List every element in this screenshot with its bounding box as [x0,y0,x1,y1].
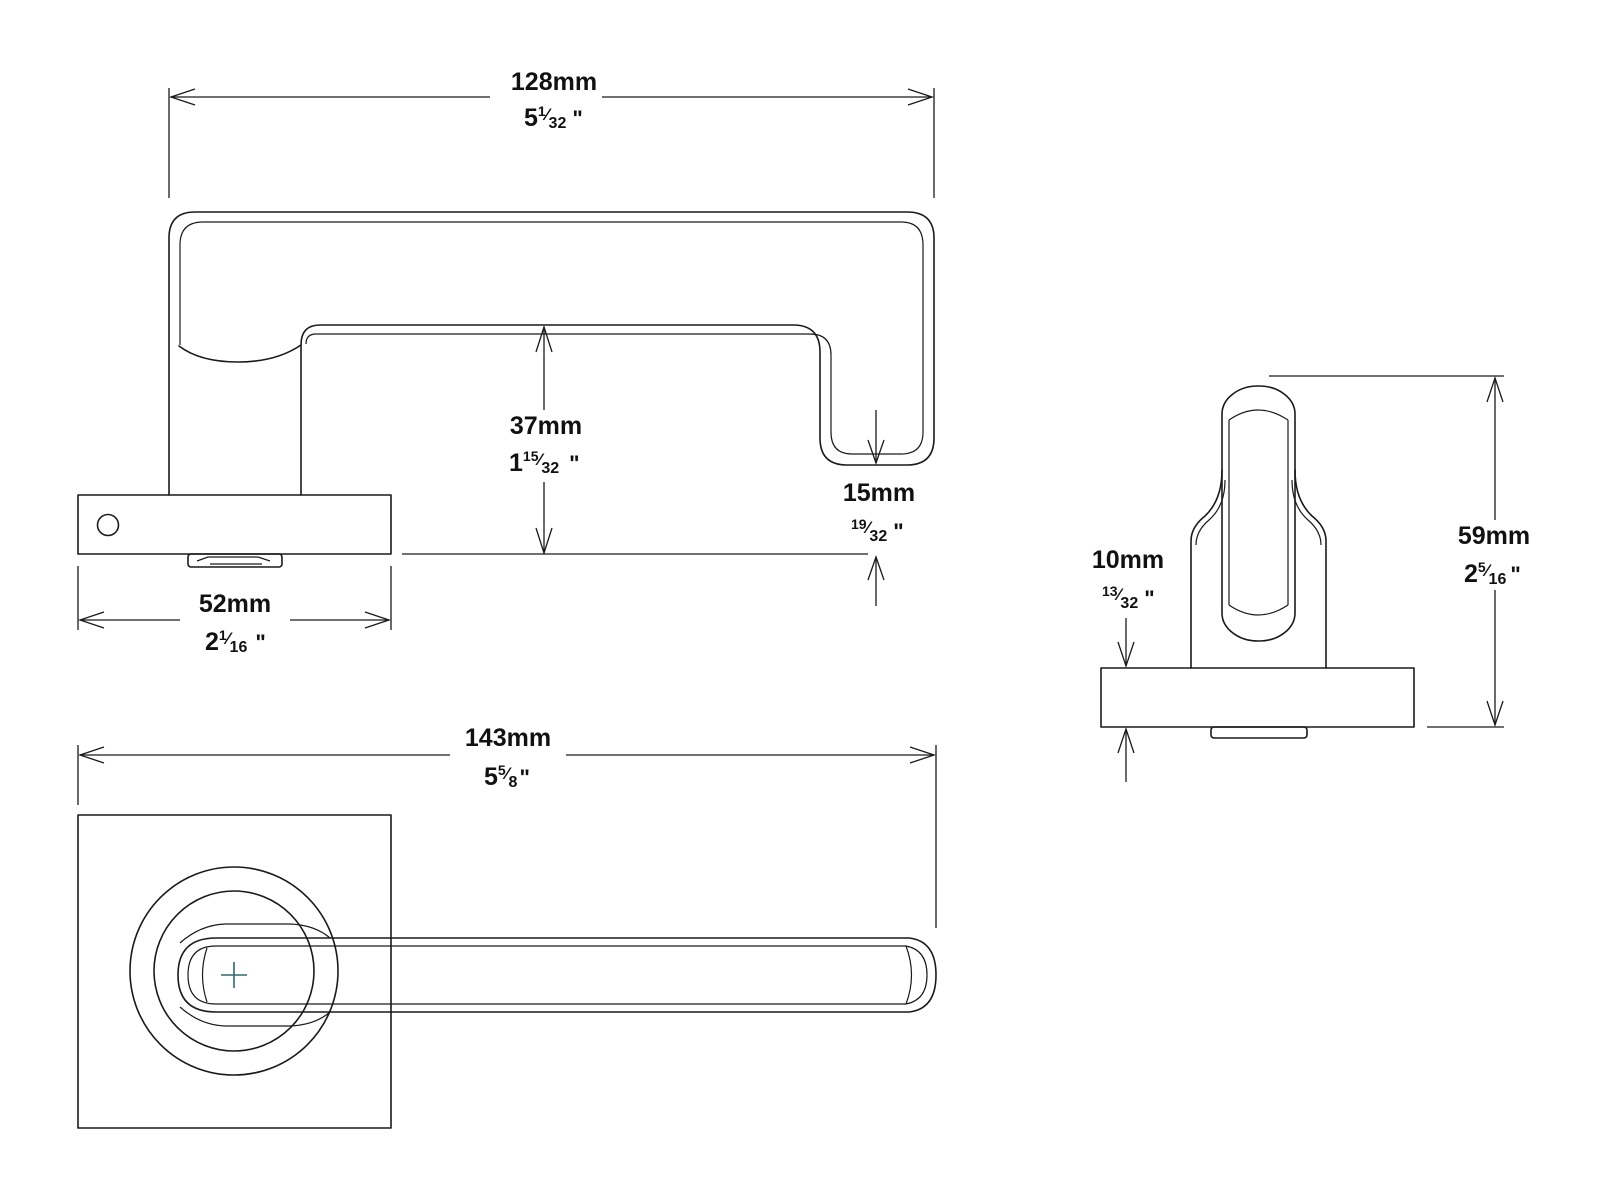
top-lever-outer [177,937,937,1013]
label-128mm-imperial: 51⁄32" [524,103,583,132]
label-52mm: 52mm 21⁄16" [199,590,271,656]
label-15mm: 15mm 19⁄32" [843,479,915,545]
end-view [1100,375,1504,782]
dim-52mm [77,566,392,633]
dim-143mm [77,742,937,928]
side-grub-screw-hole [96,513,120,537]
dim-15mm [867,410,885,606]
label-128mm-metric: 128mm [511,68,597,96]
dim-59mm [1269,375,1504,728]
end-rose-plate [1100,667,1415,728]
label-52mm-metric: 52mm [199,590,271,618]
top-rose-ring-outer [129,866,339,1076]
dim-37mm [402,324,868,556]
label-10mm-metric: 10mm [1092,546,1164,574]
side-lever-inner [179,221,924,455]
label-15mm-imperial: 19⁄32" [851,516,904,545]
label-10mm: 10mm 13⁄32" [1092,546,1164,612]
side-spindle-clip [187,553,283,568]
label-128mm: 128mm 51⁄32" [511,68,597,132]
dim-10mm [1117,618,1135,782]
top-view [77,742,937,1129]
label-52mm-imperial: 21⁄16" [205,627,266,656]
label-37mm-metric: 37mm [510,412,582,440]
label-37mm: 37mm 115⁄32" [509,412,582,477]
top-lever-inner [187,945,928,1005]
dim-128mm [168,85,935,198]
side-lever-outer [168,211,935,496]
top-rose-ring-inner [153,890,315,1052]
side-view [77,85,935,633]
end-lever-facet-bottom [1228,604,1289,616]
label-37mm-imperial: 115⁄32" [509,448,580,477]
label-10mm-imperial: 13⁄32" [1102,583,1155,612]
end-spindle-clip [1210,726,1308,739]
label-59mm-imperial: 25⁄16" [1464,559,1521,588]
end-neck [1190,469,1327,669]
label-143mm-metric: 143mm [465,724,551,752]
label-15mm-metric: 15mm [843,479,915,507]
center-crosshair-icon [221,962,247,988]
end-lever-outer [1221,385,1296,642]
label-143mm-imperial: 55⁄8" [484,762,530,791]
end-lever-facet-top [1228,409,1289,421]
label-59mm-metric: 59mm [1458,522,1530,550]
side-rose-plate [77,494,392,555]
top-rose-plate [77,814,392,1129]
label-59mm: 59mm 25⁄16" [1458,522,1530,588]
side-neck-saddle [178,344,302,363]
label-143mm: 143mm 55⁄8" [465,724,551,791]
